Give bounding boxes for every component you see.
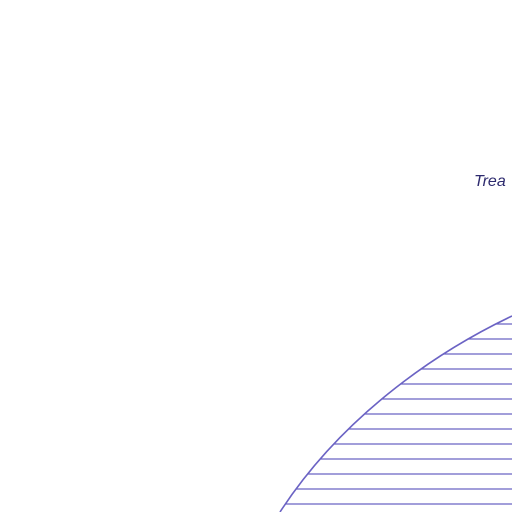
area-boundary-line (279, 315, 512, 512)
hatched-area (280, 323, 512, 505)
place-label: Trea (474, 173, 506, 190)
